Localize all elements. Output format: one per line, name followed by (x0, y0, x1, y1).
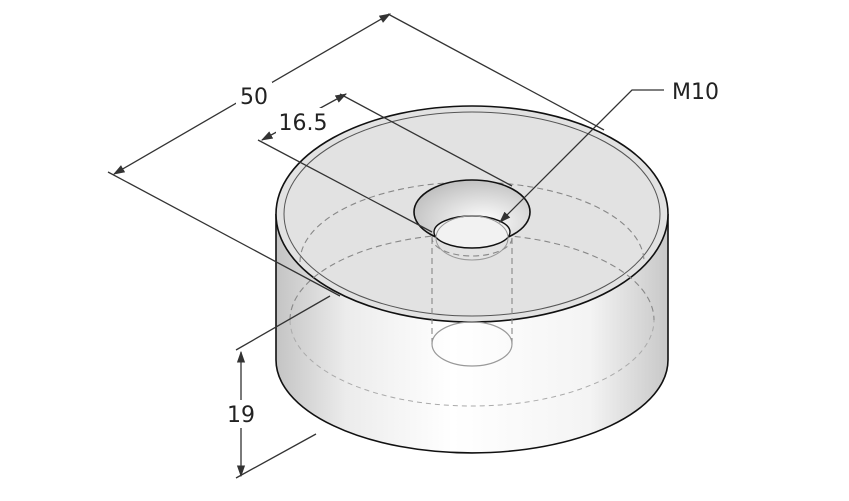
label-counterbore-diameter: 16.5 (279, 111, 328, 136)
thread-hole-inner (435, 215, 509, 261)
dimension-height: 19 (222, 295, 331, 479)
counterbore-hole (413, 179, 531, 261)
cylinder-body (275, 105, 669, 454)
extension-line-19-top (235, 295, 331, 351)
extension-line-50-right (387, 13, 605, 131)
hidden-bottom-front-edge (289, 319, 655, 407)
label-height: 19 (227, 403, 255, 428)
bore-bottom-opening (431, 321, 513, 367)
label-16-5-background (276, 108, 332, 136)
thread-hole (433, 215, 511, 249)
label-19-background (222, 400, 260, 428)
label-outer-diameter: 50 (240, 85, 268, 110)
cylinder-top-rim (283, 111, 661, 317)
extension-line-16-5-right (339, 93, 513, 187)
label-thread-size: M10 (672, 80, 719, 105)
extension-line-16-5-left (257, 139, 433, 233)
cylinder-side-outline (275, 214, 669, 454)
leader-thread-callout: M10 (499, 80, 719, 223)
leader-line-m10 (499, 89, 664, 223)
dimension-counterbore-diameter: 16.5 (257, 93, 513, 233)
extension-line-50-left (107, 171, 341, 297)
extension-line-19-bottom (235, 433, 317, 479)
